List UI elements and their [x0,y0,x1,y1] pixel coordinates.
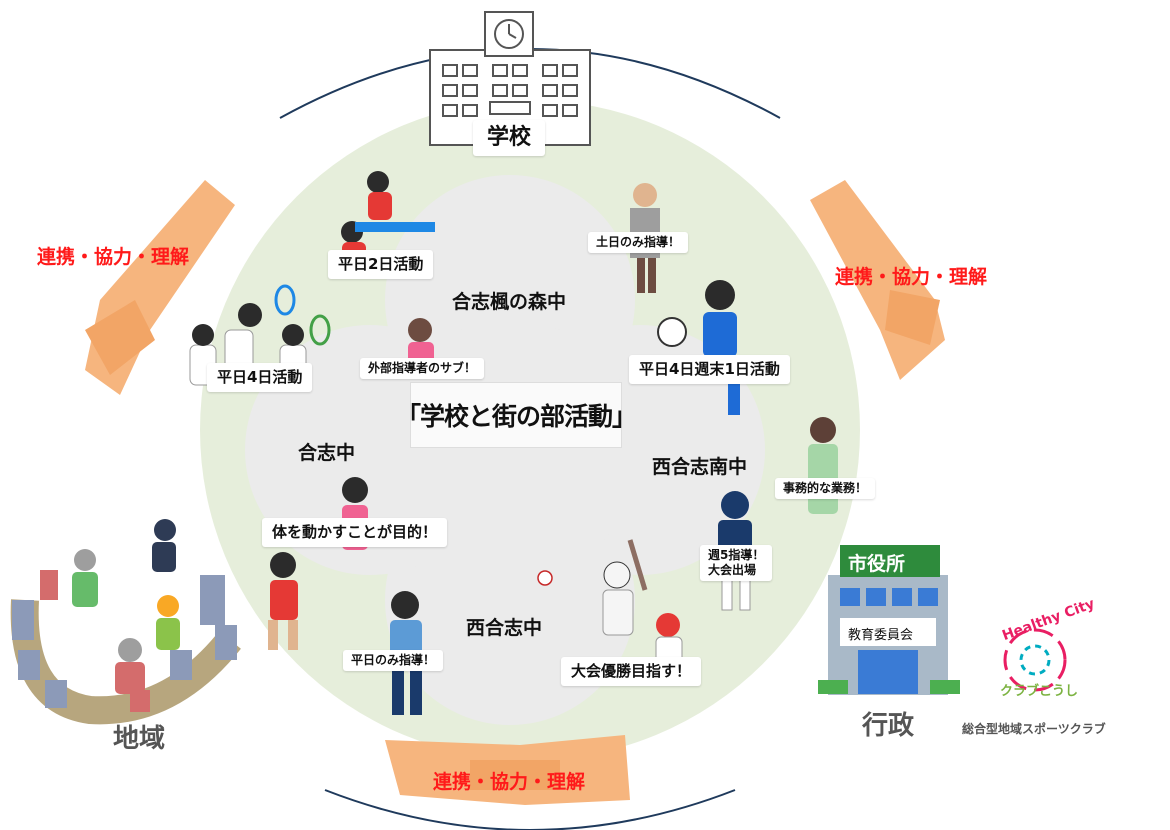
label-championship: 大会優勝目指す！ [561,657,702,686]
healthy-city-logo [1003,628,1067,692]
logo-caption: 総合型地域スポーツクラブ [962,722,1106,736]
school-kaede: 合志楓の森中 [452,291,567,313]
school-caption: 学校 [473,120,546,156]
label-clerical: 事務的な業務！ [775,478,876,499]
label-five-days: 週5指導！ 大会出場 [700,545,773,581]
school-nishi: 西合志中 [466,617,543,639]
label-weekend-only: 土日のみ指導！ [588,232,689,253]
town-ring-icon [10,570,241,725]
education-board-label: 教育委員会 [848,628,914,643]
community-caption: 地域 [113,724,166,754]
cooperation-left: 連携・協力・理解 [37,246,190,268]
label-body-goal: 体を動かすことが目的！ [262,518,448,547]
label-sub-instructor: 外部指導者のサブ！ [360,358,485,379]
school-koshi: 合志中 [298,442,356,464]
city-hall-sign: 市役所 [848,553,906,575]
handshake-left-icon [85,180,235,395]
label-weekday4-left: 平日4日活動 [207,363,313,392]
cooperation-bottom: 連携・協力・理解 [433,771,586,793]
handshake-right-icon [810,180,945,380]
diagram-title: 「学校と街の部活動」 [396,382,637,448]
government-caption: 行政 [862,711,915,741]
logo-text-side: クラブこうし [1000,684,1079,699]
label-weekday-only: 平日のみ指導！ [343,650,444,671]
label-weekday2: 平日2日活動 [328,250,434,279]
handshake-bottom-icon [385,735,630,805]
label-weekday4-weekend1: 平日4日週末1日活動 [629,355,790,384]
cooperation-right: 連携・協力・理解 [835,266,988,288]
school-nishi-minami: 西合志南中 [652,456,748,478]
city-hall-icon [818,545,960,695]
